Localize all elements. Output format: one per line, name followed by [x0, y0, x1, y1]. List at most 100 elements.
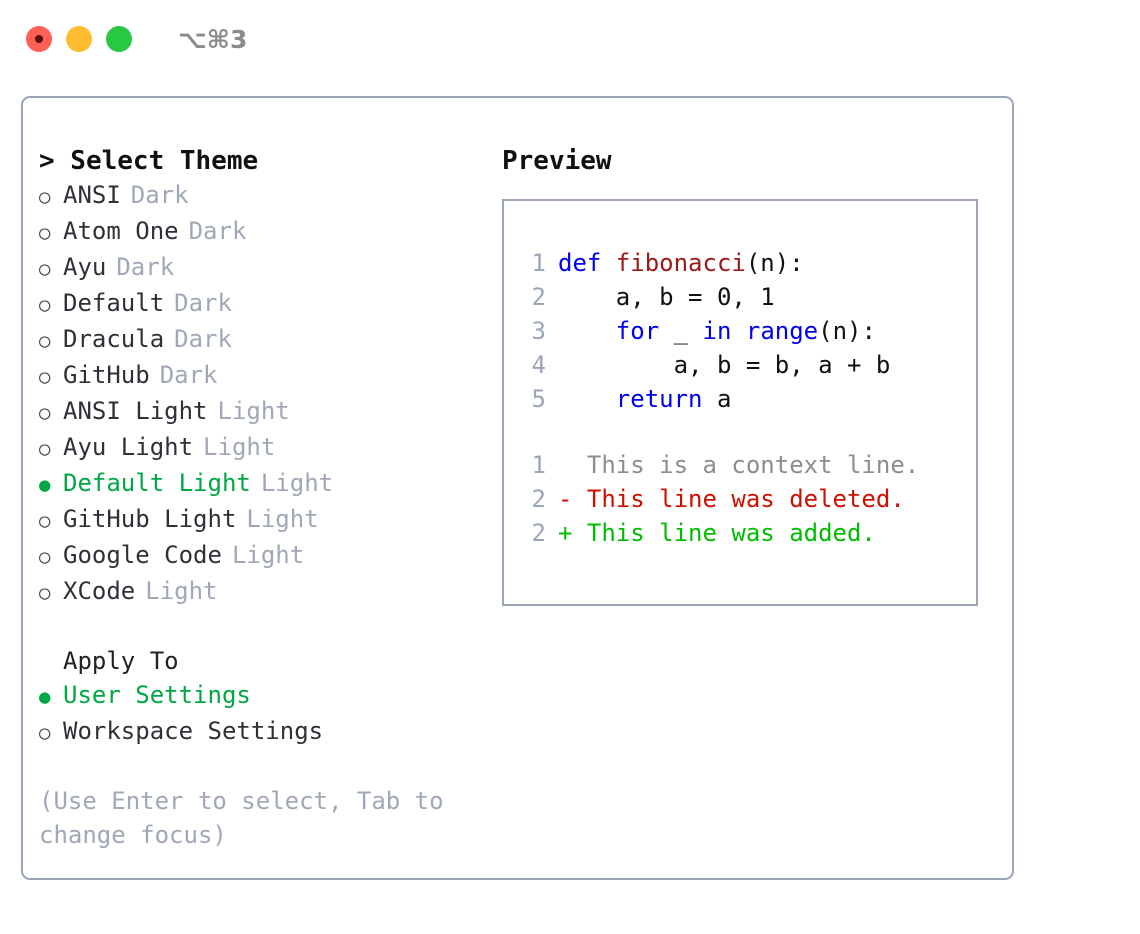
close-icon — [35, 35, 43, 43]
diff-line-text: - This line was deleted. — [558, 485, 905, 513]
maximize-window-button[interactable] — [106, 26, 132, 52]
diff-line: 2+ This line was added. — [518, 516, 970, 550]
code-token: _ — [659, 317, 703, 345]
close-window-button[interactable] — [26, 26, 52, 52]
radio-unselected-icon: ○ — [39, 438, 51, 460]
code-token: return — [615, 385, 703, 413]
radio-unselected-icon: ○ — [39, 222, 51, 244]
radio-unselected-icon: ○ — [39, 186, 51, 208]
code-token — [731, 317, 745, 345]
theme-option-label: XCode — [63, 577, 136, 605]
line-number: 5 — [531, 385, 546, 413]
theme-option-default-light[interactable]: ● Default Light Light — [39, 466, 499, 502]
theme-option-ayu[interactable]: ○ Ayu Dark — [39, 250, 499, 286]
code-line-text: for _ in range(n): — [558, 314, 876, 348]
radio-unselected-icon: ○ — [39, 582, 51, 604]
radio-unselected-icon: ○ — [39, 258, 51, 280]
line-number: 1 — [531, 451, 546, 479]
theme-option-tag: Light — [217, 397, 290, 425]
line-number: 2 — [531, 485, 546, 513]
theme-option-label: ANSI Light — [63, 397, 208, 425]
theme-option-tag: Dark — [116, 253, 175, 281]
diff-block: 1 This is a context line. 2 - This line wa… — [518, 448, 970, 550]
theme-option-ayu-light[interactable]: ○ Ayu Light Light — [39, 430, 499, 466]
radio-unselected-icon: ○ — [39, 546, 51, 568]
keyboard-shortcut-label: ⌥⌘3 — [178, 24, 248, 54]
diff-line: 1 This is a context line. — [518, 448, 970, 482]
preview-heading: Preview — [502, 146, 612, 176]
code-token: a, b = 0, 1 — [558, 283, 775, 311]
radio-unselected-icon: ○ — [39, 510, 51, 532]
theme-option-tag: Light — [203, 433, 276, 461]
section-spacer — [39, 610, 499, 644]
code-token — [558, 317, 616, 345]
theme-option-tag: Dark — [159, 361, 218, 389]
code-line: 3 for _ in range(n): — [518, 314, 970, 348]
apply-to-option-list: ● User Settings ○ Workspace Settings — [39, 678, 499, 750]
code-token: for — [615, 317, 660, 345]
theme-option-label: GitHub — [63, 361, 150, 389]
theme-option-label: ANSI — [63, 181, 121, 209]
diff-line: 2 - This line was deleted. — [518, 482, 970, 516]
code-line: 2 a, b = 0, 1 — [518, 280, 970, 314]
keyboard-hint-text: (Use Enter to select, Tab to change focu… — [39, 787, 459, 849]
theme-option-label: Google Code — [63, 541, 222, 569]
theme-option-label: Default Light — [63, 469, 251, 497]
code-line-text: def fibonacci(n): — [558, 246, 804, 280]
line-number: 3 — [531, 317, 546, 345]
code-line-text: return a — [558, 382, 732, 416]
theme-option-dracula[interactable]: ○ Dracula Dark — [39, 322, 499, 358]
radio-unselected-icon: ○ — [39, 330, 51, 352]
line-number: 2 — [531, 283, 546, 311]
code-line-text: a, b = b, a + b — [558, 348, 891, 382]
apply-to-heading: Apply To — [63, 647, 179, 675]
theme-option-tag: Light — [231, 541, 305, 569]
theme-option-google-code[interactable]: ○ Google Code Light — [39, 538, 499, 574]
code-token: in — [702, 317, 732, 345]
diff-line-text: This is a context line. — [558, 451, 920, 479]
code-line-text: a, b = 0, 1 — [558, 280, 775, 314]
theme-option-label: Default — [63, 289, 165, 317]
code-token: (n): — [745, 249, 804, 277]
radio-selected-icon: ● — [39, 686, 51, 708]
code-line: 4 a, b = b, a + b — [518, 348, 970, 382]
window-controls — [26, 26, 132, 52]
theme-option-label: Dracula — [63, 325, 165, 353]
title-bar: ⌥⌘3 — [0, 0, 1140, 78]
theme-option-label: Ayu Light — [63, 433, 194, 461]
theme-option-label: Ayu — [63, 253, 107, 281]
line-number: 4 — [531, 351, 546, 379]
code-diff-gap — [518, 416, 970, 448]
diff-line-text: + This line was added. — [558, 519, 876, 547]
minimize-window-button[interactable] — [66, 26, 92, 52]
radio-unselected-icon: ○ — [39, 294, 51, 316]
theme-option-tag: Dark — [174, 325, 232, 353]
apply-to-option-workspace-settings[interactable]: ○ Workspace Settings — [39, 714, 499, 750]
theme-option-label: Atom One — [63, 217, 179, 245]
radio-unselected-icon: ○ — [39, 402, 51, 424]
radio-unselected-icon: ○ — [39, 722, 51, 744]
apply-to-option-user-settings[interactable]: ● User Settings — [39, 678, 499, 714]
code-token: range — [745, 317, 819, 345]
radio-selected-icon: ● — [39, 474, 51, 496]
apply-to-option-label: Workspace Settings — [63, 717, 324, 745]
theme-option-tag: Light — [260, 469, 334, 497]
theme-option-tag: Light — [246, 505, 319, 533]
code-token: a — [702, 385, 732, 413]
select-theme-heading: > Select Theme — [39, 146, 259, 176]
theme-option-ansi-light[interactable]: ○ ANSI Light Light — [39, 394, 499, 430]
apply-to-option-label: User Settings — [63, 681, 251, 709]
